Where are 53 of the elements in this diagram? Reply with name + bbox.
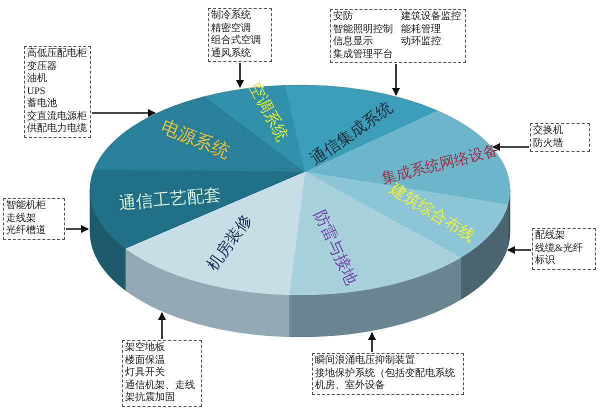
list-item: 接地保护系统（包括变配电系统机房、室外设备 [315,368,456,392]
list-item: 集成管理平台 [333,48,394,61]
list-item: 信息显示 [333,36,374,48]
arrow [492,143,529,151]
list-item: 组合式空调 [211,35,262,48]
callout-box [24,46,91,138]
list-item: 安防 [333,11,354,24]
slice-label: 空调系统 [246,78,292,144]
list-item: 动环监控 [401,36,442,48]
list-item: UPS [27,86,46,98]
arrow [368,332,376,352]
arrow [158,312,166,339]
list-item: 精密空调 [211,22,252,34]
list-item: 油机 [27,73,48,86]
callout-box [312,353,464,394]
list-item: 配线架 [535,230,566,242]
list-item: 通风系统 [211,48,252,60]
slice-label: 电源系统 [158,116,233,163]
callout-box [530,123,590,152]
list-item: 走线架 [6,212,37,224]
list-item: 变压器 [27,60,58,72]
list-item: 交直流电源柜 [27,110,88,122]
list-item: 交换机 [533,125,564,138]
list-item: 光纤槽道 [6,225,47,238]
arrow [66,225,89,233]
callout-box [122,340,202,406]
arrow [392,64,400,96]
slice-label: 防雷与接地 [310,207,362,288]
list-item: 高低压配电柜 [27,48,88,60]
list-item: 线缆&光纤 [535,242,584,254]
list-item: 蓄电池 [27,98,58,110]
list-item: 建筑设备监控 [401,11,462,24]
list-item: 智能机柜 [6,200,47,212]
list-item: 瞬间浪涌电压抑制装置 [315,355,416,368]
list-item: 制冷系统 [211,10,252,22]
list-item: 架空地板 [125,342,166,354]
callout-box [3,198,65,240]
slice-label: 通信集成系统 [306,98,396,168]
list-item: 标识 [535,255,556,268]
list-item: 防火墙 [533,138,564,150]
arrow [507,246,531,254]
callout-box [330,9,466,63]
list-item: 通信机架、走线架抗震加固 [125,380,196,404]
pie-slice [90,170,306,291]
list-item: 供配电力电缆 [27,123,88,136]
arrow [236,63,244,88]
callout-box [208,8,272,62]
list-item: 楼面保温 [125,354,166,366]
list-item: 灯具开关 [125,367,166,380]
list-item: 能耗管理 [401,24,442,36]
arrow [92,109,156,117]
callout-box [532,228,596,270]
list-item: 智能照明控制 [333,24,394,36]
